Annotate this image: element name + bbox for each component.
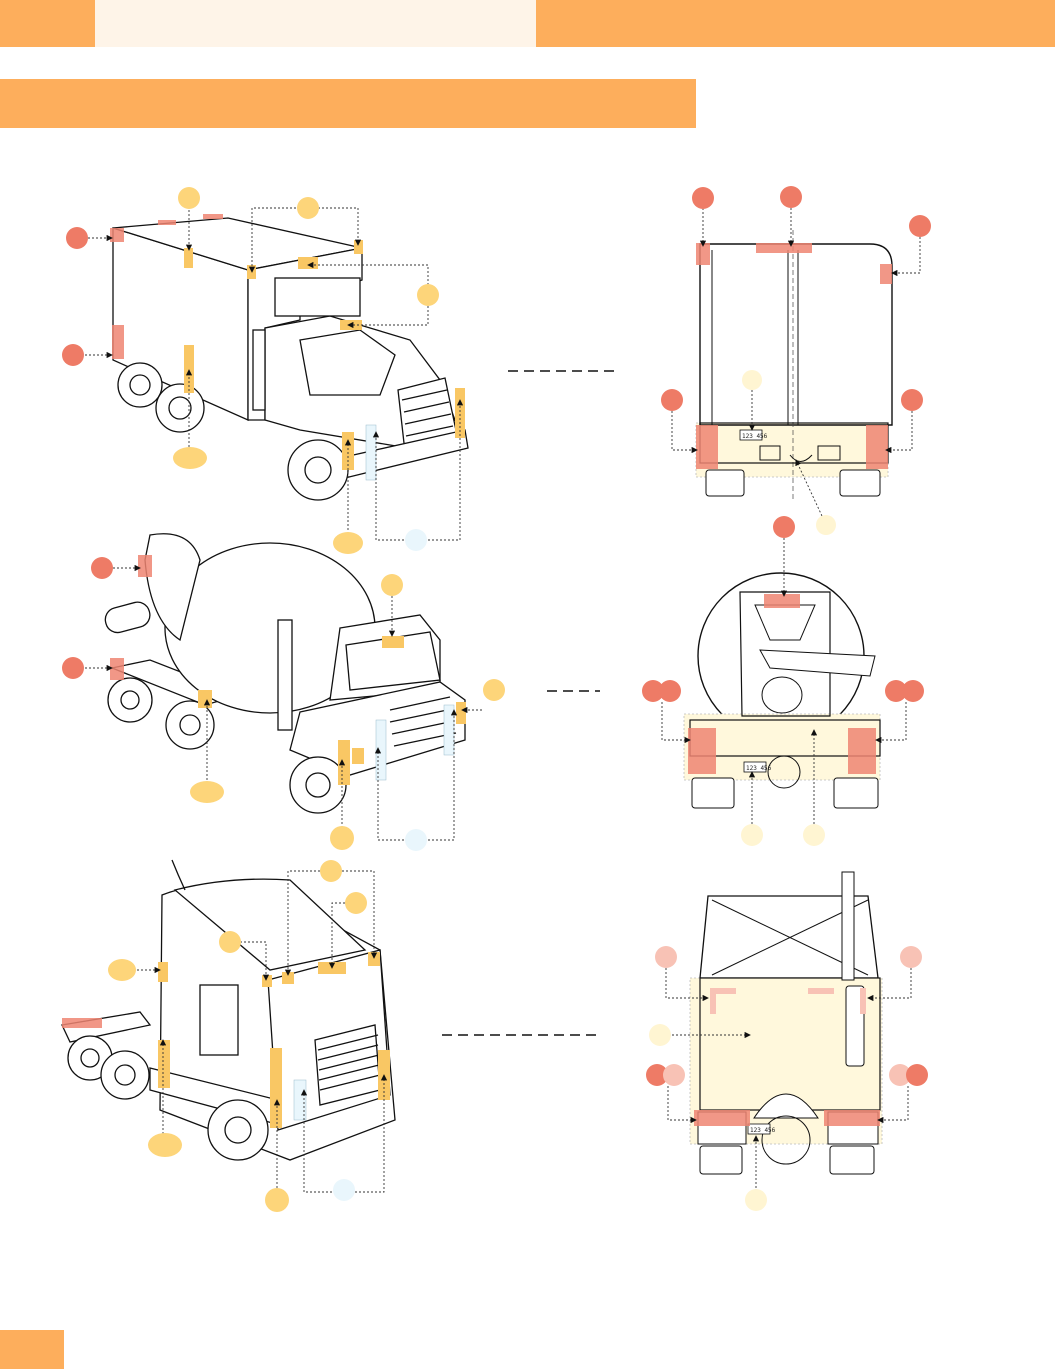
rear-plate-text: 123 456 xyxy=(746,765,772,772)
page-number-tab xyxy=(0,1330,64,1369)
box-truck-rear-leaders xyxy=(671,208,921,517)
header-band-left xyxy=(0,0,95,47)
mixer-rear-callouts xyxy=(642,516,924,846)
box-truck-side-view xyxy=(112,217,469,501)
header-band-center xyxy=(95,0,536,47)
box-truck-rear-callouts xyxy=(661,186,931,535)
box-truck-callouts xyxy=(62,187,439,554)
box-truck-leaders xyxy=(85,207,464,541)
mixer-rear-leaders xyxy=(661,538,907,824)
box-truck-rear-view: 123 456 xyxy=(695,230,893,500)
tractor-rear-callouts xyxy=(646,946,928,1211)
mixer-rear-view: 123 456 xyxy=(683,572,881,809)
rear-plate-text: 123 456 xyxy=(750,1127,776,1134)
tractor-side-view xyxy=(61,859,396,1161)
tractor-rear-view: 123 456 xyxy=(689,871,883,1175)
header-band-right xyxy=(536,0,1055,47)
section-title-bar xyxy=(0,79,696,128)
rear-plate-text: 123 456 xyxy=(742,433,768,440)
tractor-leaders xyxy=(133,870,388,1193)
mixer-side-view xyxy=(104,533,466,814)
tractor-rear-leaders xyxy=(665,968,912,1188)
tractor-callouts xyxy=(108,860,367,1212)
mixer-leaders xyxy=(85,564,482,841)
mixer-callouts xyxy=(62,557,505,851)
